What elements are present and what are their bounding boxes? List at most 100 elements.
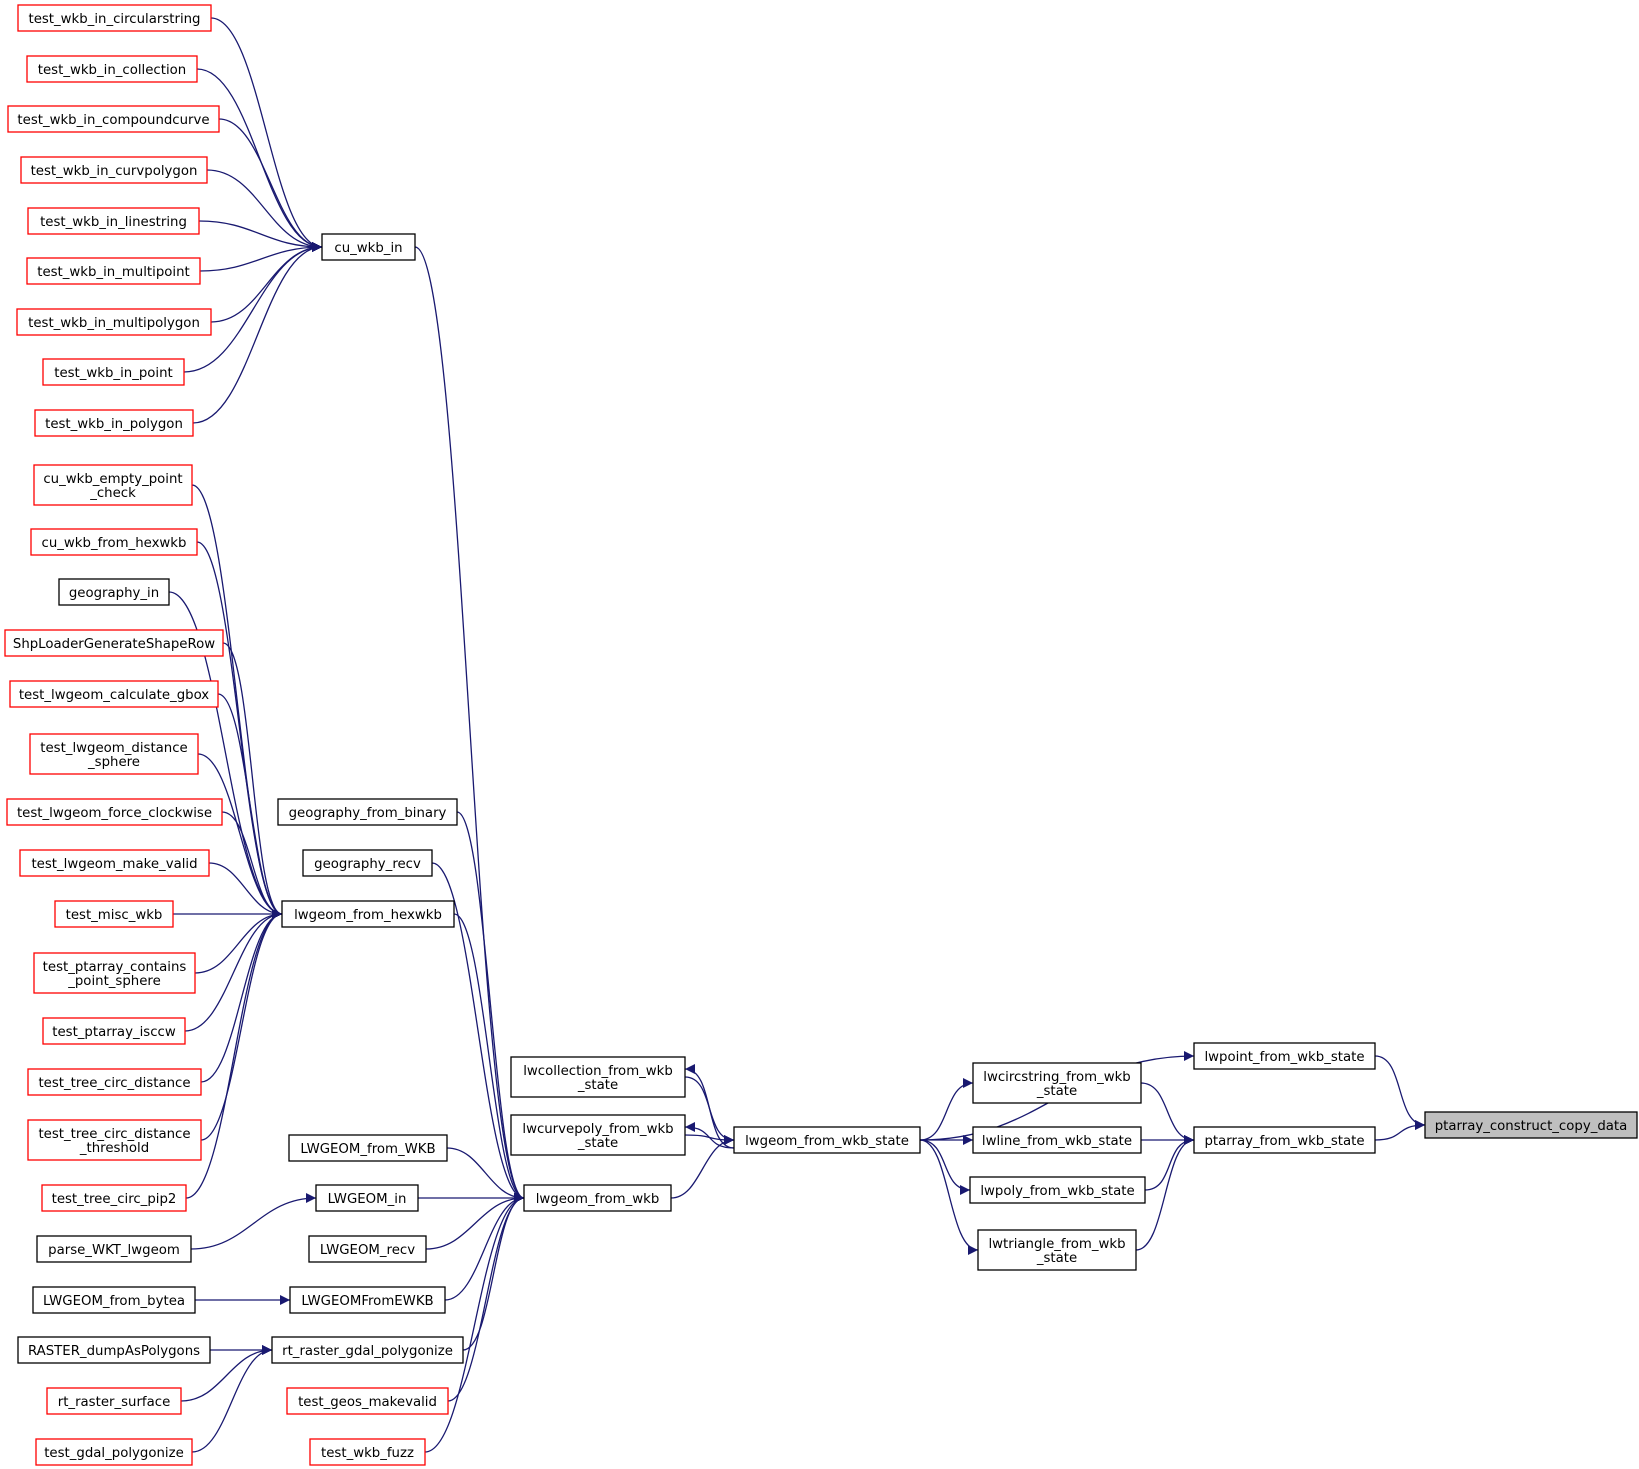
node-lwcollection-from-wkb-state[interactable]: lwcollection_from_wkb_state <box>510 1056 686 1098</box>
node-test-tree-circ-distance[interactable]: test_tree_circ_distance <box>27 1068 202 1096</box>
node-test-wkb-in-linestring[interactable]: test_wkb_in_linestring <box>27 207 200 235</box>
node-box <box>7 105 220 133</box>
node-label: geography_in <box>69 586 159 601</box>
node-label: cu_wkb_from_hexwkb <box>42 536 187 551</box>
edge-parse-wkt-lwgeom-to-lwgeom-in <box>190 1193 317 1250</box>
node-test-misc-wkb[interactable]: test_misc_wkb <box>54 900 174 928</box>
node-label: _state <box>1036 1084 1077 1099</box>
node-box <box>972 1062 1142 1104</box>
node-box <box>46 1387 182 1415</box>
node-test-ptarray-contains-point-sphere[interactable]: test_ptarray_contains_point_sphere <box>33 952 196 994</box>
node-test-wkb-in-curvpolygon[interactable]: test_wkb_in_curvpolygon <box>20 156 208 184</box>
edge-lwgeom-from-wkb-to-lwgeom-from-wkb-state <box>670 1135 735 1199</box>
node-test-ptarray-isccw[interactable]: test_ptarray_isccw <box>42 1017 186 1045</box>
edge-lwcurvepoly-from-wkb-state-to-lwgeom-from-wkb-state <box>684 1134 735 1145</box>
node-test-tree-circ-pip2[interactable]: test_tree_circ_pip2 <box>41 1184 187 1212</box>
edge-test-ptarray-contains-point-sphere-to-lwgeom-from-hexwkb <box>194 909 283 974</box>
node-box <box>16 308 212 336</box>
node-box <box>286 1387 449 1415</box>
nodes-layer: ptarray_construct_copy_data lwpoint_from_… <box>4 4 1638 1466</box>
node-raster-dumpaspolygons[interactable]: RASTER_dumpAsPolygons <box>17 1336 211 1364</box>
node-test-wkb-in-collection[interactable]: test_wkb_in_collection <box>26 55 198 83</box>
edge-test-tree-circ-distance-threshold-to-lwgeom-from-hexwkb <box>200 909 283 1141</box>
node-box <box>277 798 458 826</box>
node-lwgeom-in[interactable]: LWGEOM_in <box>315 1184 419 1212</box>
node-lwgeom-recv[interactable]: LWGEOM_recv <box>308 1235 427 1263</box>
node-lwpoly-from-wkb-state[interactable]: lwpoly_from_wkb_state <box>969 1176 1146 1204</box>
node-test-wkb-in-compoundcurve[interactable]: test_wkb_in_compoundcurve <box>7 105 220 133</box>
node-rt-raster-gdal-polygonize[interactable]: rt_raster_gdal_polygonize <box>271 1336 464 1364</box>
edge-lwgeom-from-wkb-state-to-lwtriangle-from-wkb-state <box>919 1139 979 1255</box>
node-test-tree-circ-distance-threshold[interactable]: test_tree_circ_distance_threshold <box>27 1119 202 1161</box>
node-box <box>977 1229 1137 1271</box>
node-lwcircstring-from-wkb-state[interactable]: lwcircstring_from_wkb_state <box>972 1062 1142 1104</box>
node-box <box>4 629 224 657</box>
edge-test-wkb-in-multipoint-to-cu-wkb-in <box>199 242 323 272</box>
node-lwpoint-from-wkb-state[interactable]: lwpoint_from_wkb_state <box>1193 1042 1376 1070</box>
edge-lwgeomfromewkb-to-lwgeom-from-wkb <box>444 1193 525 1301</box>
node-box <box>271 1336 464 1364</box>
node-test-lwgeom-make-valid[interactable]: test_lwgeom_make_valid <box>19 849 210 877</box>
node-test-gdal-polygonize[interactable]: test_gdal_polygonize <box>35 1438 193 1466</box>
node-lwgeom-from-wkb[interactable]: lwgeom_from_wkb <box>523 1184 672 1212</box>
node-test-wkb-in-multipoint[interactable]: test_wkb_in_multipoint <box>26 257 201 285</box>
node-test-wkb-in-circularstring[interactable]: test_wkb_in_circularstring <box>17 4 212 32</box>
node-box <box>288 1134 448 1162</box>
node-box <box>27 207 200 235</box>
edge-shploadergenerateshaperow-to-lwgeom-from-hexwkb <box>222 642 283 919</box>
node-test-lwgeom-distance-sphere[interactable]: test_lwgeom_distance_sphere <box>29 733 199 775</box>
node-geography-recv[interactable]: geography_recv <box>302 849 433 877</box>
node-geography-from-binary[interactable]: geography_from_binary <box>277 798 458 826</box>
node-test-wkb-in-point[interactable]: test_wkb_in_point <box>42 358 185 386</box>
node-rt-raster-surface[interactable]: rt_raster_surface <box>46 1387 182 1415</box>
node-test-wkb-in-polygon[interactable]: test_wkb_in_polygon <box>34 409 194 437</box>
edge-test-lwgeom-distance-sphere-to-lwgeom-from-hexwkb <box>197 753 283 919</box>
edge-test-lwgeom-force-clockwise-to-lwgeom-from-hexwkb <box>221 811 283 919</box>
node-test-lwgeom-force-clockwise[interactable]: test_lwgeom_force_clockwise <box>6 798 223 826</box>
edge-test-lwgeom-make-valid-to-lwgeom-from-hexwkb <box>208 862 283 919</box>
node-box <box>29 733 199 775</box>
node-label: lwgeom_from_wkb <box>536 1192 660 1207</box>
node-test-lwgeom-calculate-gbox[interactable]: test_lwgeom_calculate_gbox <box>9 680 219 708</box>
node-lwtriangle-from-wkb-state[interactable]: lwtriangle_from_wkb_state <box>977 1229 1137 1271</box>
node-lwgeom-from-wkb-state[interactable]: lwgeom_from_wkb_state <box>733 1126 921 1154</box>
node-label: geography_from_binary <box>289 806 447 821</box>
node-lwgeom-from-bytea[interactable]: LWGEOM_from_bytea <box>32 1286 196 1314</box>
node-cu-wkb-in[interactable]: cu_wkb_in <box>321 233 416 261</box>
node-label: lwtriangle_from_wkb <box>988 1237 1125 1252</box>
node-lwcurvepoly-from-wkb-state[interactable]: lwcurvepoly_from_wkb_state <box>510 1114 686 1156</box>
node-ptarray-construct-copy-data[interactable]: ptarray_construct_copy_data <box>1424 1111 1638 1139</box>
edge-cu-wkb-from-hexwkb-to-lwgeom-from-hexwkb <box>196 541 283 919</box>
node-box <box>54 900 174 928</box>
node-box <box>302 849 433 877</box>
node-box <box>510 1114 686 1156</box>
node-cu-wkb-empty-point-check[interactable]: cu_wkb_empty_point_check <box>33 464 193 506</box>
node-ptarray-from-wkb-state[interactable]: ptarray_from_wkb_state <box>1193 1126 1376 1154</box>
node-box <box>27 1068 202 1096</box>
node-box <box>315 1184 419 1212</box>
node-lwgeomfromewkb[interactable]: LWGEOMFromEWKB <box>289 1286 446 1314</box>
node-label: LWGEOMFromEWKB <box>301 1294 433 1309</box>
edge-test-wkb-in-circularstring-to-cu-wkb-in <box>210 17 323 252</box>
node-lwgeom-from-wkb[interactable]: LWGEOM_from_WKB <box>288 1134 448 1162</box>
node-label: test_wkb_in_circularstring <box>28 12 200 27</box>
node-parse-wkt-lwgeom[interactable]: parse_WKT_lwgeom <box>36 1235 192 1263</box>
node-label: test_wkb_in_point <box>54 366 173 381</box>
node-label: LWGEOM_in <box>328 1192 407 1207</box>
node-test-wkb-fuzz[interactable]: test_wkb_fuzz <box>309 1438 426 1466</box>
node-shploadergenerateshaperow[interactable]: ShpLoaderGenerateShapeRow <box>4 629 224 657</box>
node-label: lwcurvepoly_from_wkb <box>522 1122 673 1137</box>
node-box <box>32 1286 196 1314</box>
node-label: _threshold <box>79 1141 149 1156</box>
node-label: test_tree_circ_distance <box>38 1127 190 1142</box>
node-test-wkb-in-multipolygon[interactable]: test_wkb_in_multipolygon <box>16 308 212 336</box>
node-label: _state <box>577 1078 618 1093</box>
node-lwgeom-from-hexwkb[interactable]: lwgeom_from_hexwkb <box>281 900 455 928</box>
node-lwline-from-wkb-state[interactable]: lwline_from_wkb_state <box>972 1126 1142 1154</box>
edge-lwgeom-from-wkb-state-to-lwcircstring-from-wkb-state <box>919 1078 974 1141</box>
node-cu-wkb-from-hexwkb[interactable]: cu_wkb_from_hexwkb <box>30 528 198 556</box>
node-test-geos-makevalid[interactable]: test_geos_makevalid <box>286 1387 449 1415</box>
node-label: lwcircstring_from_wkb <box>983 1070 1131 1085</box>
node-geography-in[interactable]: geography_in <box>58 578 170 606</box>
